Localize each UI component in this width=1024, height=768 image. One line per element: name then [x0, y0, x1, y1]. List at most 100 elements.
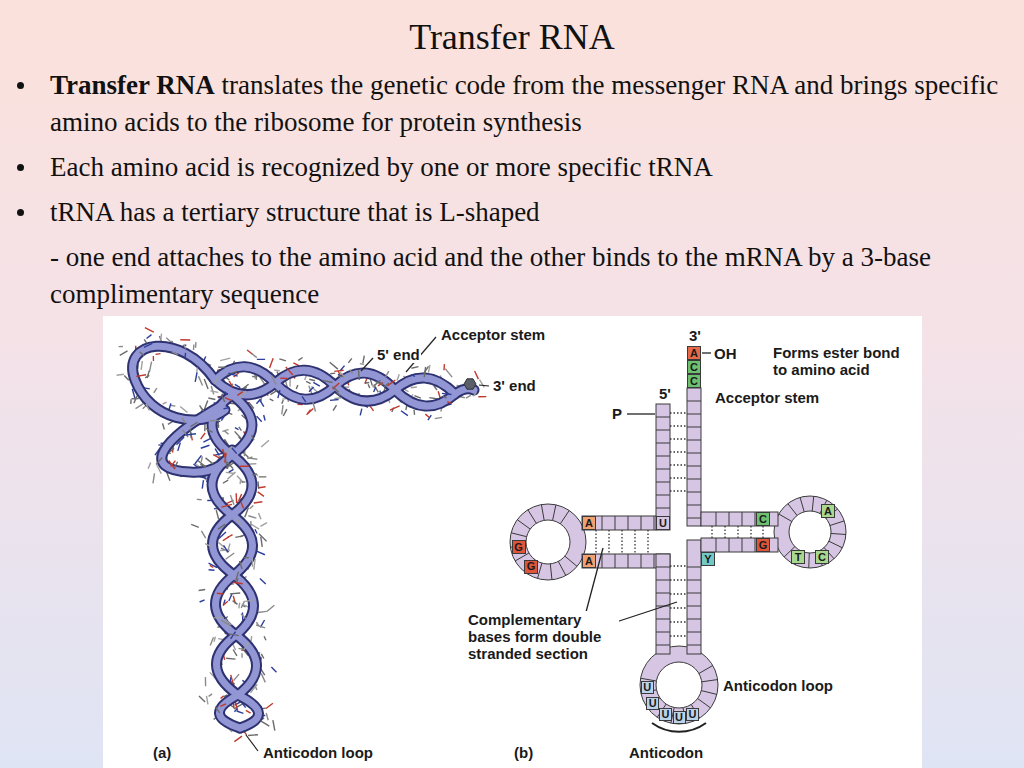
- atom-stick: [223, 480, 228, 483]
- strand-tick: [656, 645, 670, 646]
- nucleotide-box: U: [686, 708, 699, 721]
- atom-stick: [425, 414, 429, 417]
- atom-stick: [198, 376, 202, 385]
- atom-stick: [374, 380, 380, 386]
- bullet-dot: [17, 164, 24, 171]
- atom-stick: [200, 405, 204, 411]
- atom-stick: [241, 653, 242, 658]
- atom-stick: [190, 429, 191, 438]
- ribbon: [215, 367, 474, 406]
- atom-stick: [229, 469, 234, 472]
- atom-stick: [330, 372, 335, 374]
- atom-stick: [248, 516, 256, 518]
- atom-stick: [478, 396, 486, 397]
- atom-stick: [313, 401, 316, 411]
- strand-tick: [687, 645, 701, 646]
- atom-stick: [145, 375, 149, 377]
- atom-stick: [216, 510, 218, 519]
- strand-tick: [656, 567, 670, 568]
- atom-stick: [220, 549, 230, 551]
- atom-stick: [206, 458, 213, 464]
- leader-line: [627, 413, 655, 414]
- atom-stick: [243, 452, 248, 457]
- atom-stick: [266, 703, 273, 708]
- atom-stick: [210, 565, 213, 567]
- atom-stick: [149, 362, 151, 372]
- atom-stick: [278, 390, 280, 398]
- figure-label: Complementary bases form double stranded…: [468, 611, 601, 662]
- figure-label: P: [612, 405, 622, 422]
- d-loop: [510, 504, 586, 580]
- base-letter: U: [675, 712, 683, 723]
- atom-stick: [341, 366, 345, 371]
- atom-stick: [411, 386, 417, 388]
- atom-stick: [246, 710, 251, 713]
- atom-stick: [244, 600, 255, 602]
- atom-stick: [184, 344, 186, 348]
- strand: [687, 540, 701, 654]
- atom-stick: [120, 351, 128, 356]
- atom-stick: [261, 654, 264, 659]
- atom-stick: [241, 481, 245, 483]
- atom-stick: [261, 537, 262, 547]
- atom-stick: [302, 396, 306, 402]
- strand: [687, 388, 701, 526]
- base-pair: [670, 464, 687, 465]
- atom-stick: [266, 605, 274, 611]
- atom-stick: [185, 434, 196, 435]
- bullet-text: tRNA has a tertiary structure that is L-…: [50, 197, 540, 227]
- leader-line: [702, 352, 711, 353]
- figure-label: Acceptor stem: [441, 326, 545, 343]
- atom-stick: [256, 625, 265, 628]
- strand-tick: [701, 691, 717, 695]
- strand: [582, 516, 656, 530]
- base-pair: [670, 451, 687, 452]
- nucleotide-box: A: [582, 516, 596, 530]
- anticodon-bracket: [652, 723, 706, 732]
- atom-stick: [154, 388, 157, 393]
- base-letter: U: [659, 518, 667, 529]
- strand-tick: [602, 554, 603, 568]
- atom-stick: [183, 430, 189, 437]
- strand-tick: [729, 538, 730, 552]
- base-pair: [670, 477, 687, 478]
- base-letter: A: [585, 518, 593, 529]
- figure-label-box: 5': [658, 385, 672, 402]
- atom-stick: [199, 589, 206, 591]
- strand-tick: [687, 466, 701, 467]
- strand-tick: [779, 514, 792, 522]
- atom-stick: [227, 535, 232, 538]
- atom-stick: [424, 366, 429, 373]
- strand-tick: [829, 541, 842, 548]
- base-letter: C: [759, 514, 767, 525]
- strand-tick: [641, 516, 642, 530]
- strand-tick: [538, 563, 542, 578]
- atom-stick: [234, 736, 242, 741]
- figure-label-box: (a): [152, 744, 172, 761]
- atom-stick: [206, 428, 213, 432]
- atom-stick: [211, 386, 214, 394]
- atom-stick: [209, 569, 215, 571]
- strand-tick: [511, 533, 527, 537]
- atom-stick: [229, 381, 233, 387]
- strand-tick: [687, 632, 701, 633]
- atom-stick: [237, 392, 243, 396]
- atom-stick: [248, 734, 258, 736]
- atom-stick: [244, 642, 249, 650]
- strand-tick: [560, 510, 569, 523]
- nucleotide-box: U: [656, 516, 670, 530]
- atom-stick: [257, 551, 265, 555]
- strand-tick: [742, 538, 743, 552]
- atom-stick: [283, 409, 287, 416]
- atom-stick: [207, 696, 208, 705]
- strand: [701, 538, 778, 552]
- atom-stick: [237, 476, 243, 483]
- bullet-dot: [17, 82, 24, 89]
- atom-stick: [360, 409, 362, 416]
- figure-panel: [103, 316, 922, 768]
- strand-tick: [541, 505, 544, 521]
- nucleotide-box: C: [687, 374, 701, 388]
- figure-label: (a): [153, 744, 171, 761]
- base-pair: [762, 526, 763, 538]
- leader-lines: [586, 353, 711, 626]
